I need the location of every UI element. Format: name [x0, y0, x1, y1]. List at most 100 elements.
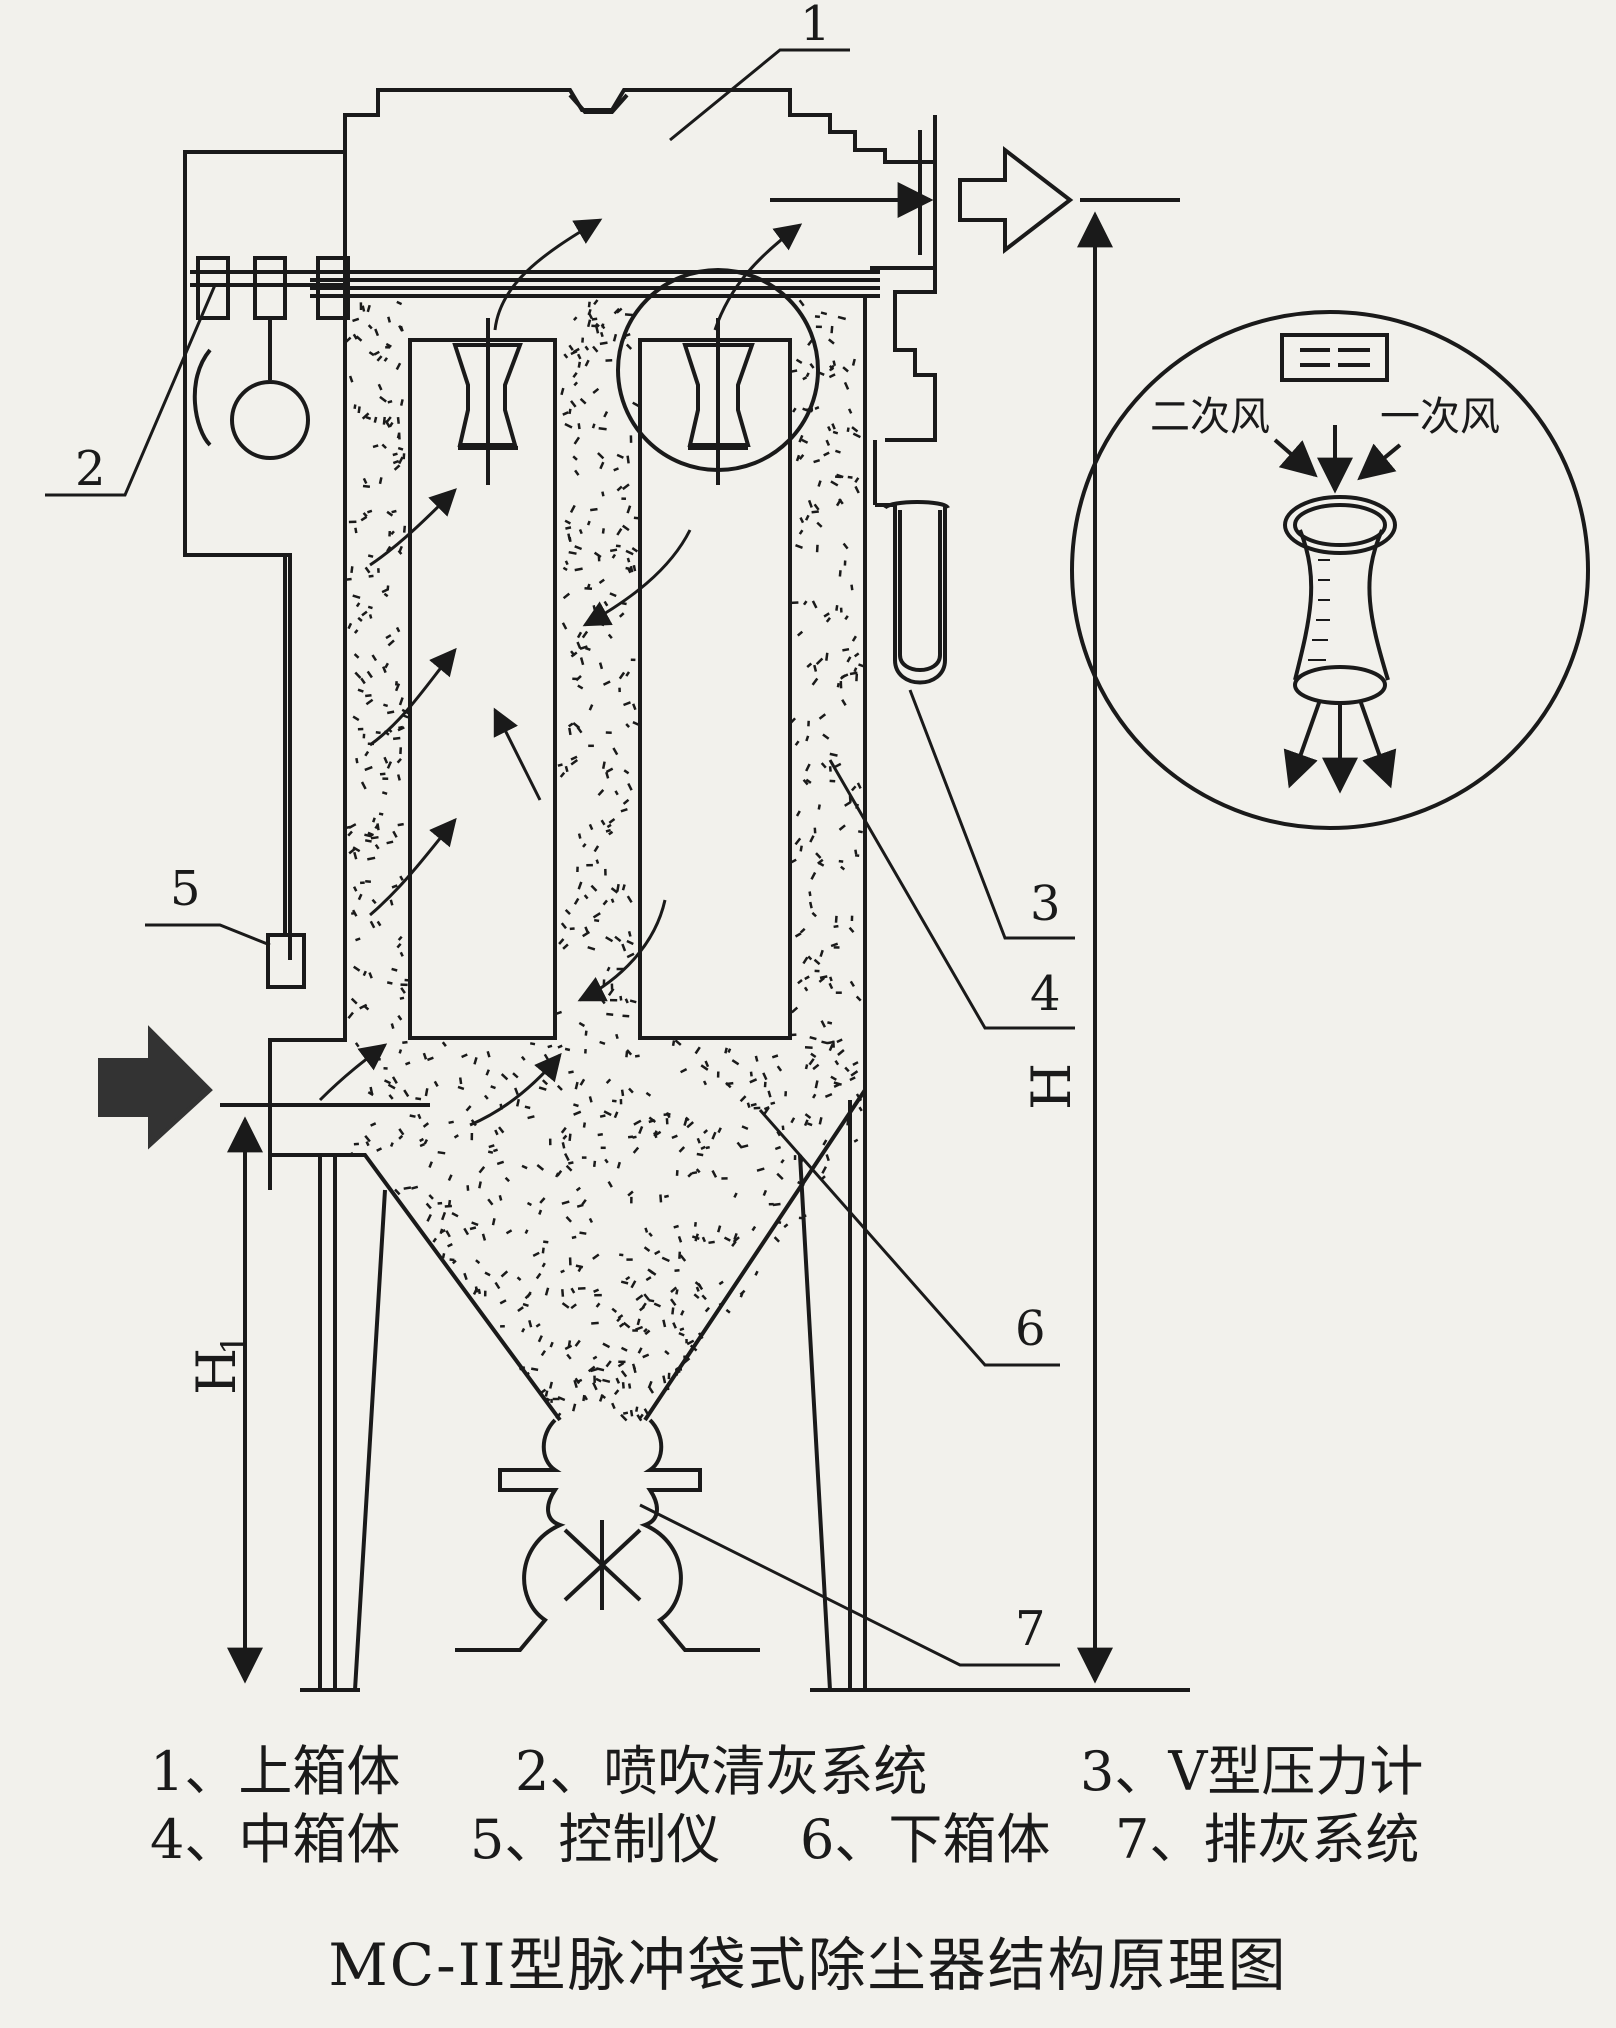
- dust-speck: [831, 423, 836, 430]
- dust-speck: [574, 545, 583, 551]
- dust-speck: [830, 325, 834, 334]
- dust-speck: [673, 1224, 679, 1229]
- dust-speck: [538, 1086, 547, 1091]
- dust-speck: [841, 699, 847, 706]
- label-5: 5: [170, 861, 201, 917]
- dust-speck: [484, 1271, 491, 1277]
- dust-speck: [402, 1040, 408, 1045]
- dust-speck: [387, 1083, 396, 1090]
- dust-speck: [852, 432, 861, 439]
- detail-circle: [616, 268, 820, 472]
- label-2: 2: [75, 441, 106, 497]
- label-4: 4: [1030, 966, 1061, 1022]
- dust-speck: [773, 1236, 780, 1243]
- dust-speck: [841, 673, 849, 679]
- dust-speck: [671, 1134, 678, 1140]
- inlet-arrow[interactable]: [98, 1025, 213, 1150]
- dust-speck: [600, 331, 604, 338]
- dust-speck: [827, 425, 832, 432]
- dust-speck: [799, 517, 805, 524]
- dust-speck: [367, 1091, 374, 1097]
- dust-speck: [595, 859, 600, 864]
- dust-speck: [813, 459, 821, 464]
- dust-speck: [677, 1235, 683, 1243]
- dust-speck: [844, 615, 849, 621]
- dust-speck: [605, 1360, 612, 1368]
- dust-speck: [805, 372, 810, 378]
- dust-speck: [654, 1130, 662, 1137]
- dust-speck: [570, 400, 577, 408]
- dust-speck: [598, 1394, 604, 1402]
- dust-speck: [486, 1050, 491, 1058]
- dust-speck: [362, 484, 371, 489]
- dust-speck: [637, 1347, 643, 1354]
- dust-speck: [661, 1256, 670, 1263]
- dust-speck: [562, 592, 571, 600]
- dust-speck: [447, 1199, 452, 1206]
- dust-speck: [704, 1060, 710, 1068]
- dust-speck: [847, 475, 853, 479]
- dust-speck: [654, 1250, 661, 1256]
- dust-speck: [386, 710, 395, 715]
- dust-speck: [592, 1382, 598, 1391]
- dust-speck: [583, 894, 589, 900]
- dust-speck: [647, 1380, 653, 1389]
- label-H1-subscript: 1: [214, 1333, 254, 1355]
- dust-speck: [631, 1363, 637, 1370]
- dust-speck: [605, 767, 614, 774]
- dust-speck: [396, 942, 402, 949]
- dust-speck: [439, 1228, 444, 1235]
- dust-speck: [830, 1075, 837, 1081]
- dust-speck: [481, 1233, 487, 1241]
- dust-speck: [842, 647, 850, 652]
- dust-speck: [605, 936, 614, 943]
- dust-speck: [686, 1339, 695, 1346]
- dust-speck: [392, 830, 398, 838]
- dust-speck: [616, 1161, 622, 1169]
- dust-speck: [579, 397, 587, 405]
- dust-speck: [622, 1014, 630, 1018]
- dust-speck: [354, 527, 358, 534]
- dust-speck: [390, 1023, 395, 1029]
- dust-speck: [616, 307, 623, 314]
- dust-speck: [627, 1190, 634, 1197]
- dust-speck: [355, 937, 361, 942]
- dust-speck: [538, 1209, 543, 1215]
- dust-speck: [397, 1014, 403, 1021]
- dust-speck: [679, 1327, 685, 1332]
- filter-bag-left: [408, 338, 557, 1040]
- dust-speck: [568, 537, 572, 542]
- diagram-caption: MC-II型脉冲袋式除尘器结构原理图: [328, 1931, 1288, 1999]
- dust-speck: [613, 1111, 619, 1119]
- dust-speck: [573, 1379, 578, 1389]
- dust-speck: [837, 1049, 845, 1056]
- dust-speck: [810, 871, 817, 880]
- dust-speck: [593, 845, 600, 853]
- dust-speck: [622, 1321, 631, 1329]
- dust-speck: [828, 982, 834, 990]
- dust-speck: [700, 1145, 706, 1151]
- dust-speck: [595, 1377, 602, 1383]
- dust-speck: [595, 1302, 601, 1308]
- dust-speck: [813, 503, 820, 511]
- dust-speck: [477, 1288, 482, 1295]
- dust-speck: [819, 975, 828, 980]
- dust-speck: [606, 966, 611, 972]
- dust-speck: [474, 1286, 479, 1293]
- dust-speck: [572, 371, 578, 378]
- dust-speck: [387, 639, 395, 647]
- dust-speck: [373, 416, 378, 423]
- dust-speck: [629, 999, 637, 1004]
- dust-speck: [397, 726, 405, 732]
- dust-speck: [808, 891, 812, 897]
- dust-speck: [593, 1288, 600, 1293]
- dust-speck: [854, 853, 860, 857]
- dust-speck: [829, 752, 838, 757]
- dust-speck: [798, 299, 805, 307]
- dust-speck: [465, 1105, 472, 1112]
- dust-speck: [601, 761, 606, 770]
- dust-speck: [693, 1221, 697, 1227]
- dust-speck: [355, 757, 359, 764]
- dust-speck: [557, 1396, 566, 1402]
- dust-speck: [367, 324, 373, 330]
